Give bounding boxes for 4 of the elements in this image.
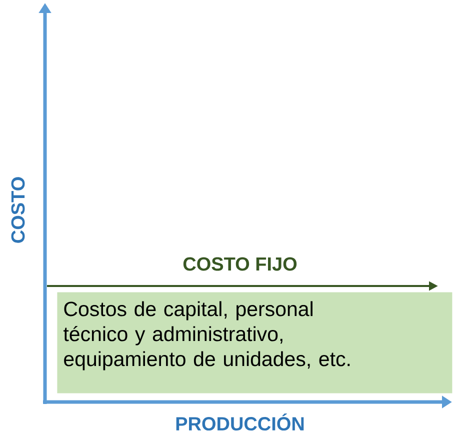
axis-label: PRODUCCIÓN bbox=[176, 413, 304, 431]
fixed-cost-label: COSTO FIJO bbox=[183, 257, 297, 271]
text-box: Costos de capital, personal técnico y administrativo, equipamiento de unidades, etc. bbox=[57, 292, 452, 394]
axis-label: COSTO bbox=[11, 177, 25, 243]
